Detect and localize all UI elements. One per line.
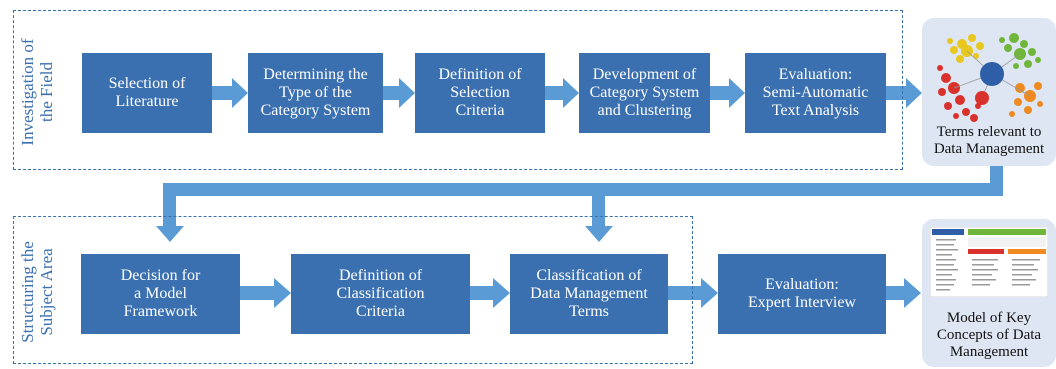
bubble-cluster-image: [937, 33, 1043, 122]
structuring-label: Structuring the Subject Area: [18, 241, 56, 343]
step-determining-type: Determining the Type of the Category Sys…: [248, 53, 383, 133]
investigation-section: [13, 10, 903, 170]
arrow-2-3: [383, 78, 415, 108]
arrow-9-output: [886, 278, 921, 308]
step-evaluation-expert-interview: Evaluation: Expert Interview: [718, 254, 886, 334]
structuring-section: [13, 216, 693, 364]
model-table-image: [930, 227, 1048, 297]
arrow-down-to-classification: [585, 196, 613, 242]
step-development-category-system: Development of Category System and Clust…: [579, 53, 710, 133]
step-definition-classification-criteria: Definition of Classification Criteria: [291, 254, 470, 334]
arrow-1-2: [212, 78, 248, 108]
output-terms-relevant-label: Terms relevant to Data Management: [933, 124, 1045, 157]
step-evaluation-text-analysis: Evaluation: Semi-Automatic Text Analysis: [745, 53, 886, 133]
step-decision-model-framework: Decision for a Model Framework: [81, 254, 240, 334]
step-classification-terms: Classification of Data Management Terms: [510, 254, 668, 334]
arrow-7-8: [470, 278, 510, 308]
investigation-label: Investigation of the Field: [18, 38, 56, 146]
arrow-4-5: [710, 78, 745, 108]
arrow-5-output: [886, 78, 922, 108]
step-selection-of-literature: Selection of Literature: [82, 53, 212, 133]
arrow-8-9: [668, 278, 718, 308]
arrow-6-7: [240, 278, 291, 308]
step-definition-selection-criteria: Definition of Selection Criteria: [415, 53, 545, 133]
output-model-key-concepts-label: Model of Key Concepts of Data Management: [936, 310, 1042, 360]
arrow-3-4: [545, 78, 579, 108]
